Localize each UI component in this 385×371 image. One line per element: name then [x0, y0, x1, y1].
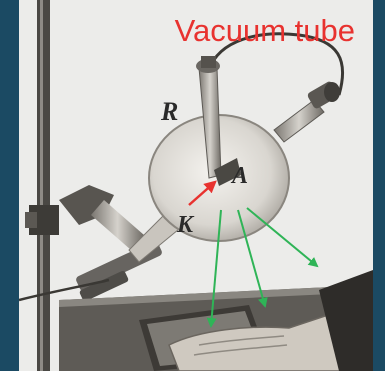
label-k: K	[176, 212, 195, 238]
xray-arrow-3	[247, 208, 317, 266]
figure-title: Vacuum tube	[175, 13, 355, 48]
right-electrode-arm	[274, 80, 340, 142]
label-r: R	[160, 97, 178, 126]
apparatus-illustration: R A K Vacuum tube	[19, 0, 373, 371]
apparatus-drawing: R A K Vacuum tube	[19, 0, 373, 371]
stand-rod	[25, 0, 59, 371]
label-a: A	[230, 163, 248, 189]
